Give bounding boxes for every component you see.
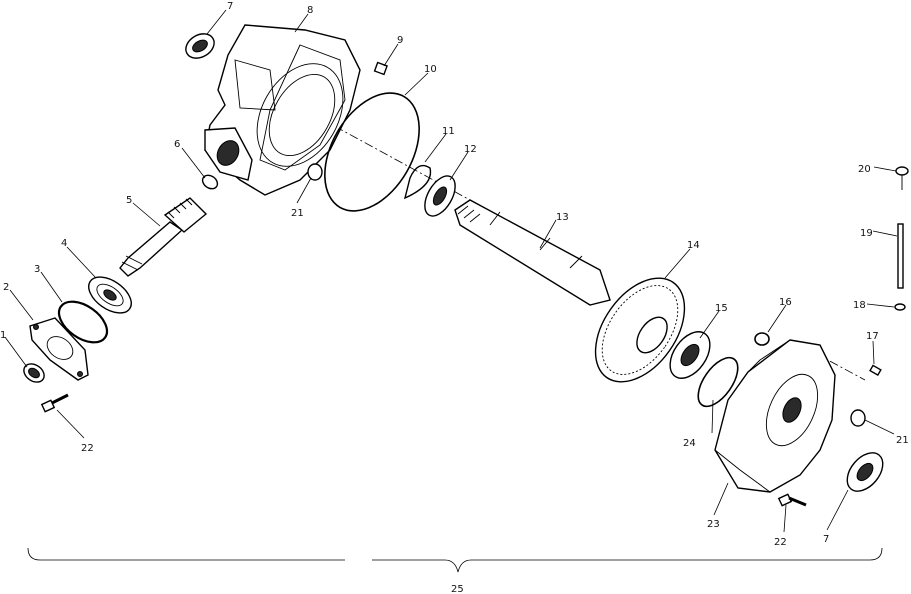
- part-17-dowel-pin: [869, 364, 882, 377]
- part-7-oil-seal-bottom: [846, 452, 884, 492]
- part-15-bearing: [669, 331, 711, 379]
- callout-7-bottom: 7: [823, 534, 829, 545]
- callout-7-top: 7: [227, 1, 233, 12]
- callout-11: 11: [442, 126, 455, 137]
- part-22-bolt-left: [40, 393, 69, 413]
- callout-3: 3: [34, 264, 40, 275]
- callout-10: 10: [424, 64, 437, 75]
- callout-4: 4: [61, 238, 67, 249]
- callout-14: 14: [687, 240, 700, 251]
- part-22-bolt-right: [777, 493, 807, 507]
- part-4-bearing: [88, 276, 132, 314]
- part-21-plug-right: [850, 409, 866, 427]
- part-1-seal: [23, 363, 45, 383]
- part-2-end-plate: [29, 317, 89, 381]
- callout-15: 15: [715, 303, 728, 314]
- part-20-screw: [895, 166, 909, 190]
- callout-22-right: 22: [774, 537, 787, 548]
- callout-17: 17: [866, 331, 879, 342]
- callout-21-left: 21: [291, 208, 304, 219]
- part-21-plug-left: [307, 163, 323, 181]
- callout-18: 18: [853, 300, 866, 311]
- part-12-bearing: [424, 175, 456, 217]
- part-6-bushing: [201, 174, 219, 190]
- callout-8: 8: [307, 5, 313, 16]
- callout-19: 19: [860, 228, 873, 239]
- part-11-snap-ring: [403, 164, 432, 200]
- callout-21-right: 21: [896, 435, 909, 446]
- assembly-bracket: [27, 547, 883, 573]
- callout-16: 16: [779, 297, 792, 308]
- callout-12: 12: [464, 144, 477, 155]
- callout-2: 2: [3, 282, 9, 293]
- callout-24: 24: [683, 438, 696, 449]
- part-18-clip: [894, 303, 906, 311]
- part-8-gear-housing: [204, 24, 361, 196]
- assembly-axis: [304, 109, 866, 381]
- part-7-oil-seal-top: [185, 33, 215, 59]
- callout-6: 6: [174, 139, 180, 150]
- leader-lines: [4, 9, 898, 533]
- callout-20: 20: [858, 164, 871, 175]
- part-16-small-o-ring: [754, 332, 770, 346]
- part-13-output-shaft: [454, 199, 611, 306]
- part-19-rod: [897, 223, 904, 289]
- part-5-pinion-shaft: [119, 197, 208, 277]
- callout-1: 1: [0, 330, 6, 341]
- callout-22-left: 22: [81, 443, 94, 454]
- part-14-ring-gear: [594, 277, 686, 383]
- callout-23: 23: [707, 519, 720, 530]
- callout-9: 9: [397, 35, 403, 46]
- part-3-o-ring: [57, 300, 109, 344]
- part-23-cover-housing: [714, 339, 836, 493]
- callout-25: 25: [451, 584, 464, 594]
- callout-13: 13: [556, 212, 569, 223]
- part-10-large-o-ring: [324, 92, 420, 212]
- part-24-o-ring: [697, 356, 739, 408]
- callout-5: 5: [126, 195, 132, 206]
